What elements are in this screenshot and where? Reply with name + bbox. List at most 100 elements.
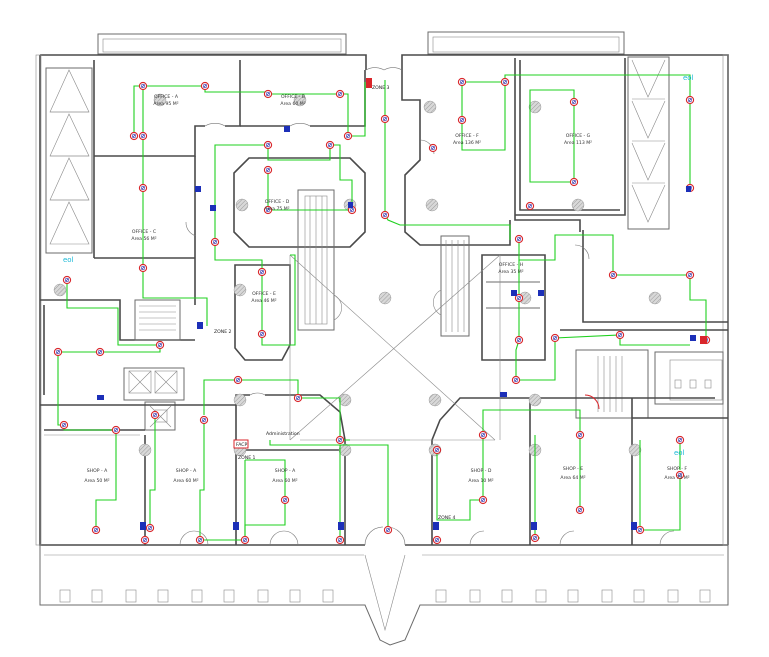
control-panel-icon[interactable] (348, 202, 353, 208)
control-panel-icon[interactable] (197, 322, 203, 329)
smoke-detector-icon[interactable] (675, 435, 685, 445)
column-icon (428, 393, 442, 407)
control-panel-icon[interactable] (433, 522, 439, 530)
smoke-detector-icon[interactable] (675, 470, 685, 480)
frontage (39, 545, 729, 646)
smoke-detector-icon[interactable] (155, 340, 165, 350)
control-panel-icon[interactable] (631, 522, 637, 530)
control-panel-icon[interactable] (233, 522, 239, 530)
smoke-detector-icon[interactable] (138, 183, 148, 193)
smoke-detector-icon[interactable] (111, 425, 121, 435)
smoke-detector-icon[interactable] (335, 535, 345, 545)
smoke-detector-icon[interactable] (91, 525, 101, 535)
smoke-detector-icon[interactable] (263, 140, 273, 150)
column-icon (378, 291, 392, 305)
smoke-detector-icon[interactable] (575, 430, 585, 440)
room-name: OFFICE - E (252, 291, 276, 297)
smoke-detector-icon[interactable] (138, 263, 148, 273)
smoke-detector-icon[interactable] (569, 97, 579, 107)
smoke-detector-icon[interactable] (343, 131, 353, 141)
column-icon (528, 100, 542, 114)
zone-4-label: ZONE 4 (438, 515, 456, 521)
smoke-detector-icon[interactable] (635, 525, 645, 535)
smoke-detector-icon[interactable] (59, 420, 69, 430)
smoke-detector-icon[interactable] (525, 201, 535, 211)
smoke-detector-icon[interactable] (432, 535, 442, 545)
smoke-detector-icon[interactable] (195, 535, 205, 545)
smoke-detector-icon[interactable] (511, 375, 521, 385)
smoke-detector-icon[interactable] (530, 533, 540, 543)
control-panel-icon[interactable] (195, 186, 201, 192)
smoke-detector-icon[interactable] (685, 270, 695, 280)
smoke-detector-icon[interactable] (138, 131, 148, 141)
smoke-detector-icon[interactable] (200, 81, 210, 91)
zone-1-label: ZONE 1 (238, 455, 256, 461)
smoke-detector-icon[interactable] (233, 375, 243, 385)
eol-tag: eol (683, 74, 694, 82)
smoke-detector-icon[interactable] (325, 140, 335, 150)
smoke-detector-icon[interactable] (263, 205, 273, 215)
eol-tag: eol (674, 449, 685, 457)
control-panel-icon[interactable] (538, 290, 544, 296)
smoke-detector-icon[interactable] (608, 270, 618, 280)
control-panel-icon[interactable] (531, 522, 537, 530)
smoke-detector-icon[interactable] (432, 445, 442, 455)
column-icon (338, 393, 352, 407)
smoke-detector-icon[interactable] (478, 495, 488, 505)
smoke-detector-icon[interactable] (615, 330, 625, 340)
smoke-detector-icon[interactable] (575, 505, 585, 515)
smoke-detector-icon[interactable] (145, 523, 155, 533)
smoke-detector-icon[interactable] (335, 89, 345, 99)
smoke-detector-icon[interactable] (514, 234, 524, 244)
smoke-detector-icon[interactable] (514, 293, 524, 303)
smoke-detector-icon[interactable] (257, 267, 267, 277)
atrium-left (45, 67, 93, 254)
smoke-detector-icon[interactable] (263, 89, 273, 99)
smoke-detector-icon[interactable] (514, 335, 524, 345)
control-panel-icon[interactable] (233, 439, 249, 449)
smoke-detector-icon[interactable] (685, 95, 695, 105)
control-panel-icon[interactable] (338, 522, 344, 530)
smoke-detector-icon[interactable] (380, 210, 390, 220)
smoke-detector-icon[interactable] (263, 165, 273, 175)
room-area: Area 60 M² (280, 101, 305, 107)
smoke-detector-icon[interactable] (62, 275, 72, 285)
smoke-detector-icon[interactable] (210, 237, 220, 247)
zone-2-label: ZONE 2 (214, 329, 232, 335)
control-panel-icon[interactable] (210, 205, 216, 211)
control-panel-icon[interactable] (97, 395, 104, 400)
room-name: OFFICE - F (455, 133, 479, 139)
column-icon (235, 198, 249, 212)
column-icon (153, 93, 167, 107)
column-icon (233, 283, 247, 297)
smoke-detector-icon[interactable] (280, 495, 290, 505)
room-labels: OFFICE - A Area 95 M² OFFICE - B Area 60… (84, 94, 689, 484)
smoke-detector-icon[interactable] (129, 131, 139, 141)
smoke-detector-icon[interactable] (457, 115, 467, 125)
control-panel-icon[interactable] (284, 126, 290, 132)
smoke-detector-icon[interactable] (293, 393, 303, 403)
smoke-detector-icon[interactable] (138, 81, 148, 91)
smoke-detector-icon[interactable] (150, 410, 160, 420)
smoke-detector-icon[interactable] (257, 329, 267, 339)
smoke-detector-icon[interactable] (478, 430, 488, 440)
room-area: Area 60 M² (272, 478, 297, 484)
control-panel-icon[interactable] (511, 290, 517, 296)
smoke-detector-icon[interactable] (95, 347, 105, 357)
smoke-detector-icon[interactable] (140, 535, 150, 545)
smoke-detector-icon[interactable] (500, 77, 510, 87)
smoke-detector-icon[interactable] (457, 77, 467, 87)
column-icon (528, 393, 542, 407)
smoke-detector-icon[interactable] (550, 333, 560, 343)
smoke-detector-icon[interactable] (53, 347, 63, 357)
smoke-detector-icon[interactable] (569, 177, 579, 187)
smoke-detector-icon[interactable] (380, 114, 390, 124)
smoke-detector-icon[interactable] (199, 415, 209, 425)
control-panel-icon[interactable] (686, 186, 691, 192)
smoke-detector-icon[interactable] (240, 535, 250, 545)
smoke-detector-icon[interactable] (335, 435, 345, 445)
control-panel-icon[interactable] (500, 392, 507, 397)
smoke-detector-icon[interactable] (383, 525, 393, 535)
smoke-detector-icon[interactable] (428, 143, 438, 153)
control-panel-icon[interactable] (140, 522, 146, 530)
